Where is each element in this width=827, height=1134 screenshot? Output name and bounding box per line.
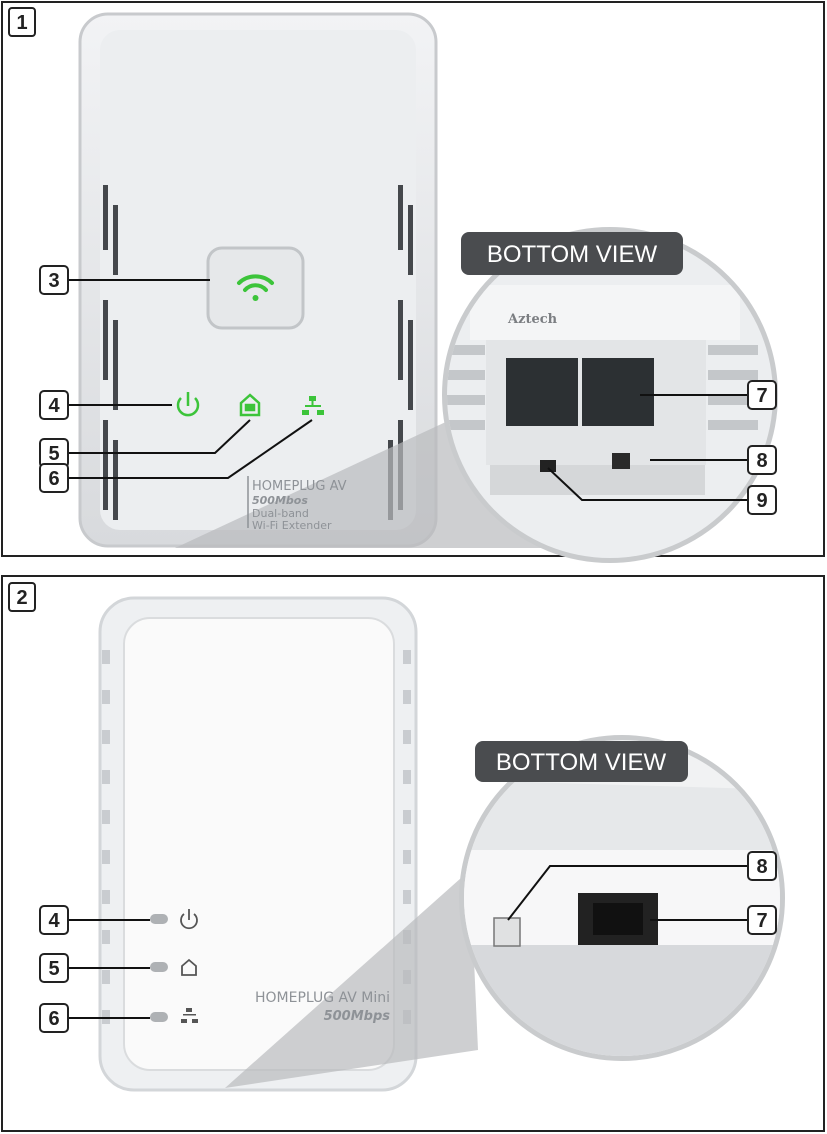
device-label-text: HOMEPLUG AV 500Mbos Dual-band Wi-Fi Exte… — [247, 476, 347, 532]
ethernet-led-icon — [302, 396, 324, 415]
callout-6: 6 — [39, 463, 69, 493]
bottom-view-inset: Aztech — [442, 227, 778, 563]
device-label-text: HOMEPLUG AV Mini 500Mbps — [255, 990, 390, 1024]
ethernet-led — [150, 1012, 168, 1022]
callout-7: 7 — [747, 905, 777, 935]
callout-4: 4 — [39, 905, 69, 935]
bottom-view-label-box — [461, 232, 683, 275]
panel-number: 1 — [16, 12, 27, 34]
device-speed-text: 500Mbos — [252, 494, 308, 507]
svg-text:9: 9 — [756, 490, 767, 512]
device-type-text: Wi-Fi Extender — [252, 519, 332, 532]
svg-text:4: 4 — [48, 395, 60, 417]
homeplug-led — [150, 962, 168, 972]
home-icon — [181, 958, 197, 976]
ethernet-port-1 — [506, 358, 578, 426]
panel-2: 2 HOMEPLUG AV Mini 500Mbps — [1, 575, 825, 1132]
wifi-button[interactable] — [206, 246, 305, 330]
zoom-beam — [225, 870, 478, 1088]
wifi-icon — [237, 274, 274, 301]
homeplug-mini-device — [98, 596, 418, 1092]
power-led — [150, 914, 168, 924]
panel-number: 2 — [16, 587, 27, 609]
wifi-extender-device — [78, 12, 438, 548]
svg-text:7: 7 — [756, 910, 767, 932]
bottom-view-label: BOTTOM VIEW — [496, 749, 667, 776]
panel-number-box — [8, 582, 36, 612]
svg-text:5: 5 — [48, 958, 59, 980]
device-band-text: Dual-band — [252, 507, 309, 520]
bottom-view-label-box — [475, 741, 688, 782]
callout-8: 8 — [747, 445, 777, 475]
svg-text:8: 8 — [756, 856, 767, 878]
pair-button — [493, 917, 521, 947]
panel-number-box — [8, 7, 36, 37]
callout-4: 4 — [39, 390, 69, 420]
svg-text:6: 6 — [48, 1008, 59, 1030]
callout-lines — [69, 279, 748, 501]
network-icon — [181, 1008, 198, 1023]
device-speed-text: 500Mbps — [324, 1009, 391, 1024]
callout-7: 7 — [747, 380, 777, 410]
callout-6: 6 — [39, 1003, 69, 1033]
reset-button — [540, 460, 556, 472]
panel-1: 1 — [1, 1, 825, 563]
homeplug-led-icon — [239, 393, 261, 417]
svg-text:6: 6 — [48, 468, 59, 490]
svg-text:5: 5 — [48, 443, 59, 465]
ethernet-port-2 — [582, 358, 654, 426]
callout-3: 3 — [39, 265, 69, 295]
device-model-text: HOMEPLUG AV Mini — [255, 990, 390, 1006]
bottom-view-inset — [459, 735, 785, 1061]
power-led-icon — [176, 392, 200, 417]
pair-button — [612, 453, 630, 469]
device-model-text: HOMEPLUG AV — [252, 479, 347, 494]
power-icon — [180, 909, 198, 930]
svg-text:7: 7 — [756, 385, 767, 407]
callout-9: 9 — [747, 485, 777, 515]
bottom-view-label: BOTTOM VIEW — [487, 241, 658, 268]
callout-5: 5 — [39, 953, 69, 983]
svg-text:4: 4 — [48, 910, 60, 932]
callout-lines — [69, 865, 748, 1019]
brand-logo: Aztech — [507, 312, 558, 327]
callout-5: 5 — [39, 438, 69, 468]
svg-text:3: 3 — [48, 270, 59, 292]
callout-8: 8 — [747, 851, 777, 881]
svg-text:8: 8 — [756, 450, 767, 472]
